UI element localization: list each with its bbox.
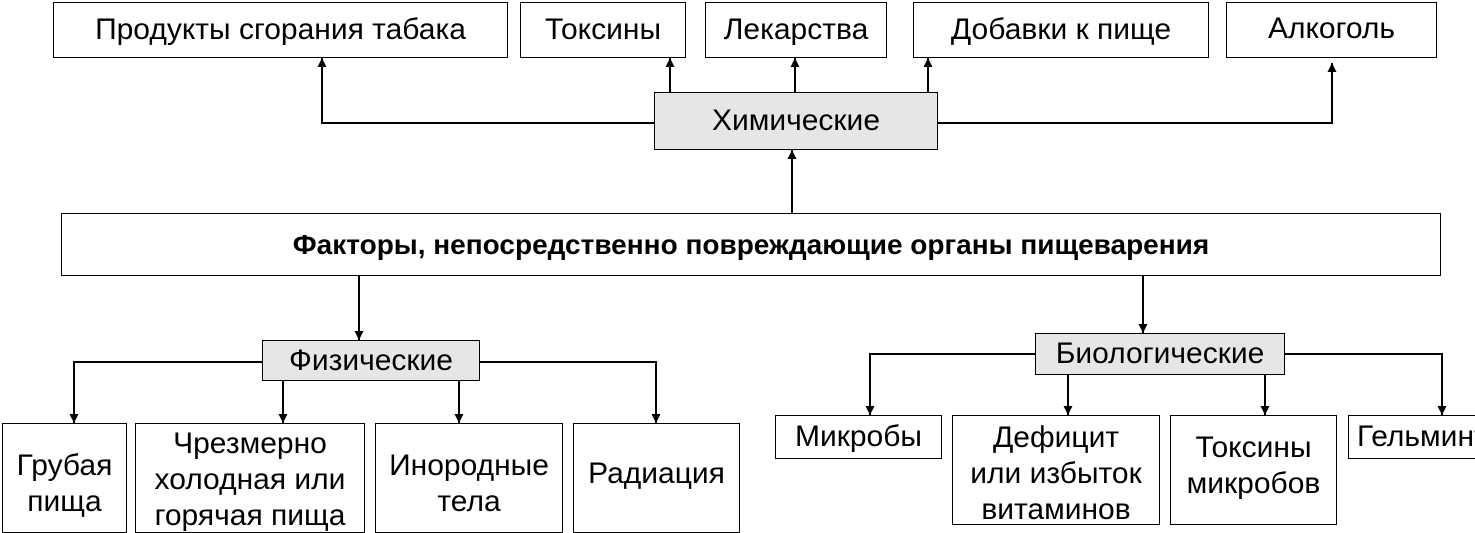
- biological-item-microbes: Микробы: [775, 415, 942, 459]
- chemical-item-toxins: Токсины: [520, 2, 686, 58]
- physical-item-foreign-bodies: Инородные тела: [375, 423, 563, 533]
- physical-item-radiation: Радиация: [573, 423, 740, 533]
- physical-category: Физические: [262, 340, 480, 381]
- chemical-category: Химические: [654, 92, 938, 150]
- arrow-chem-alcohol: [938, 63, 1337, 124]
- chemical-item-drugs: Лекарства: [705, 2, 887, 58]
- biological-item-vitamin-imbalance: Дефицит или избыток витаминов: [952, 415, 1160, 525]
- chemical-item-alcohol: Алкоголь: [1226, 2, 1437, 58]
- arrow-phys-coarse: [69, 361, 262, 423]
- connector-lines: [69, 58, 1447, 423]
- arrow-phys-radiation: [480, 361, 661, 423]
- biological-item-helminths: Гельминты: [1348, 415, 1475, 459]
- physical-item-coarse-food: Грубая пища: [2, 423, 127, 533]
- chemical-item-food-additives: Добавки к пище: [913, 2, 1209, 58]
- biological-item-microbe-toxins: Токсины микробов: [1170, 415, 1337, 525]
- arrow-bio-helminths: [1285, 353, 1447, 415]
- physical-item-temperature-food: Чрезмерно холодная или горячая пища: [135, 423, 365, 533]
- biological-category: Биологические: [1035, 333, 1285, 375]
- arrow-chem-tobacco: [317, 58, 654, 124]
- arrow-bio-microbes: [865, 353, 1035, 415]
- central-factors-box: Факторы, непосредственно повреждающие ор…: [61, 213, 1441, 276]
- chemical-item-tobacco-smoke: Продукты сгорания табака: [53, 2, 508, 58]
